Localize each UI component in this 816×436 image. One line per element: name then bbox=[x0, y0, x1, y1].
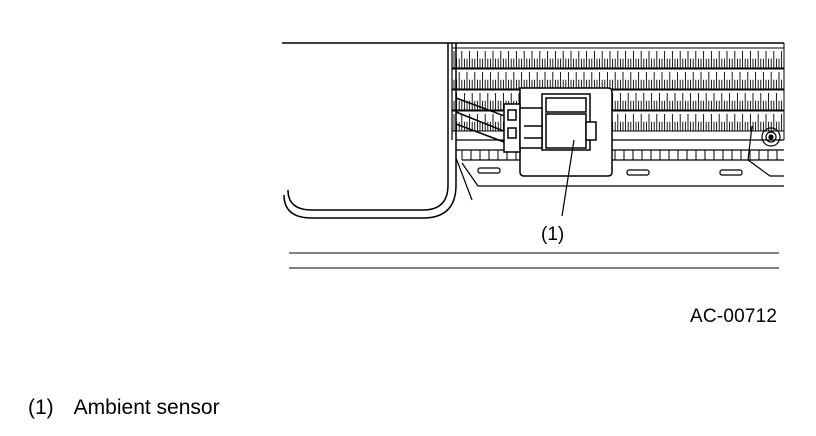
callout-leader bbox=[561, 139, 575, 217]
figure-id: AC-00712 bbox=[690, 306, 778, 327]
legend-label: Ambient sensor bbox=[73, 396, 220, 419]
callout-label: (1) bbox=[541, 224, 564, 245]
ambient-sensor bbox=[503, 87, 613, 177]
condenser-fins bbox=[452, 47, 784, 132]
harness-wire bbox=[455, 97, 511, 143]
housing-panel bbox=[283, 43, 457, 219]
bolt-icon bbox=[747, 125, 784, 177]
legend-number: (1) bbox=[28, 396, 54, 419]
condenser-core bbox=[451, 43, 785, 140]
ambient-sensor-diagram: (1) bbox=[282, 42, 785, 269]
legend: (1) Ambient sensor bbox=[28, 396, 220, 420]
